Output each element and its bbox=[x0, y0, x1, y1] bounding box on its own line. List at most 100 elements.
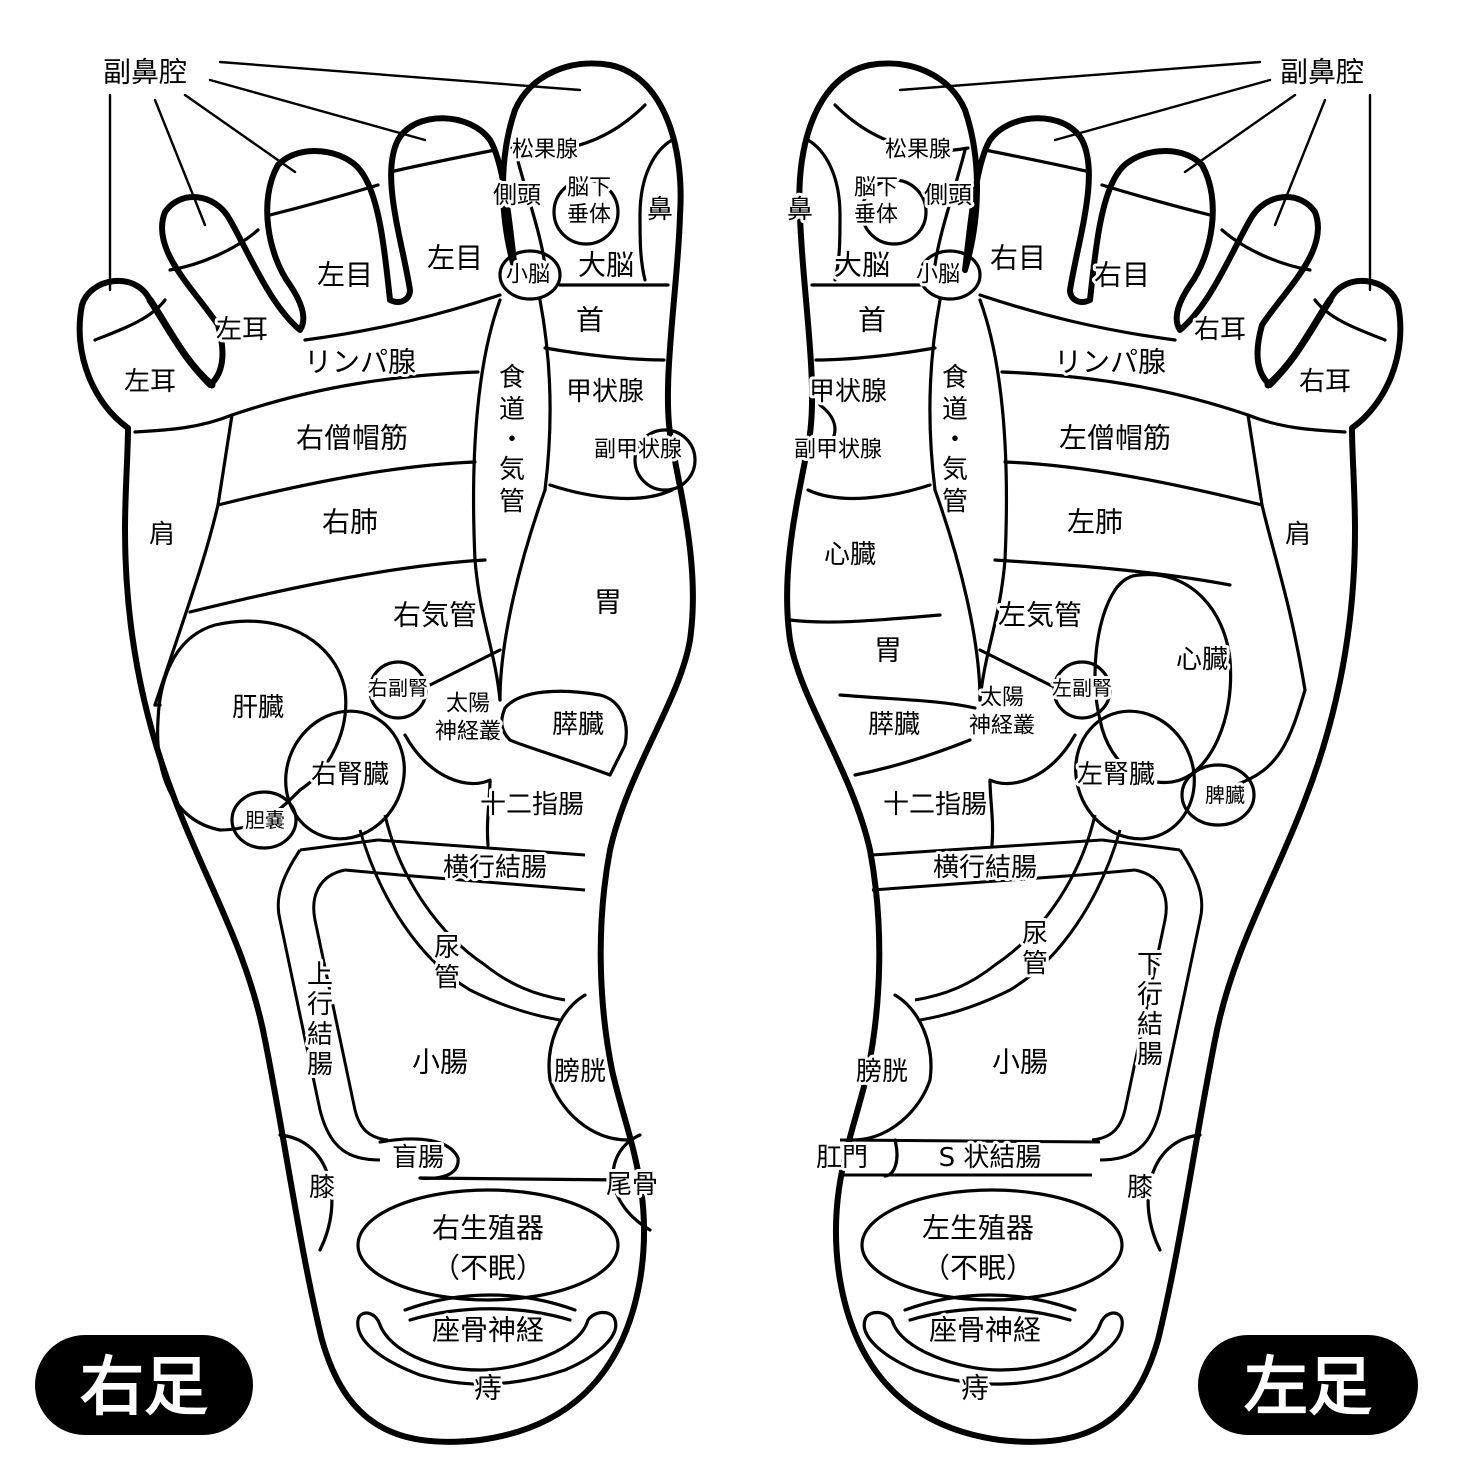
right-solar-line bbox=[418, 648, 502, 692]
left-label-sinus: 副鼻腔 bbox=[1280, 56, 1364, 89]
right-sciatic bbox=[403, 1293, 577, 1322]
right-label-pituitary-2: 垂体 bbox=[567, 203, 611, 228]
left-ureter bbox=[914, 814, 1122, 1022]
left-label-colon-1: 下 bbox=[1137, 950, 1163, 980]
left-foot: 副鼻腔 松果腺 側頭 脳下 垂体 鼻 小脳 大脳 右目 右目 右耳 右耳 首 リ… bbox=[784, 53, 1418, 1445]
right-pituitary-circle bbox=[552, 178, 620, 246]
right-label-pituitary-1: 脳下 bbox=[567, 176, 611, 201]
left-label-heart-small: 心臓 bbox=[824, 540, 876, 570]
left-sinus-leader-3 bbox=[1183, 93, 1297, 174]
right-label-stomach: 胃 bbox=[594, 586, 622, 619]
right-toe3-cross bbox=[268, 183, 380, 217]
right-lymph-line bbox=[230, 370, 480, 417]
right-label-pancreas: 膵臓 bbox=[552, 710, 604, 740]
right-liver bbox=[156, 619, 348, 832]
left-label-nose: 鼻 bbox=[787, 195, 813, 225]
left-label-neck: 首 bbox=[858, 304, 886, 337]
right-transverse-colon bbox=[377, 838, 586, 892]
left-nose-line bbox=[806, 138, 842, 282]
right-duodenum bbox=[403, 733, 492, 847]
left-toe2-cross bbox=[983, 148, 1092, 174]
right-label-esophagus-5: 管 bbox=[499, 487, 525, 517]
right-kidney bbox=[284, 709, 406, 841]
right-label-hemorrhoid: 痔 bbox=[474, 1372, 502, 1405]
left-label-lung: 左肺 bbox=[1067, 506, 1123, 539]
left-descending-colon bbox=[1091, 849, 1204, 1162]
left-label-ear-2: 右耳 bbox=[1299, 367, 1351, 397]
right-knee bbox=[278, 1133, 334, 1252]
right-hemorrhoid-arc bbox=[356, 1310, 618, 1386]
left-label-spleen: 脾臓 bbox=[1205, 783, 1245, 807]
left-label-pituitary-2: 垂体 bbox=[854, 203, 898, 228]
right-label-shoulder: 肩 bbox=[149, 520, 175, 550]
left-label-small-intestine: 小腸 bbox=[992, 1046, 1048, 1079]
right-label-thyroid: 甲状腺 bbox=[566, 377, 644, 407]
right-label-esophagus-4: 気 bbox=[499, 455, 525, 485]
left-label-solar-1: 太陽 bbox=[980, 686, 1024, 711]
right-sinus-leader-2 bbox=[153, 98, 207, 227]
left-label-heart: 心臓 bbox=[1176, 645, 1228, 675]
left-foot-badge-text: 左足 bbox=[1244, 1351, 1372, 1425]
left-sciatic bbox=[903, 1293, 1077, 1322]
left-adrenal bbox=[1052, 660, 1112, 720]
right-thyroid-line bbox=[548, 483, 674, 501]
left-lung-line bbox=[993, 558, 1232, 587]
right-esophagus bbox=[471, 298, 552, 702]
right-label-cerebellum: 小脳 bbox=[506, 263, 550, 288]
right-sinus-leader-3 bbox=[183, 93, 297, 174]
left-label-duodenum: 十二指腸 bbox=[883, 790, 987, 820]
left-trapezius-line bbox=[1003, 460, 1264, 507]
left-label-stomach: 胃 bbox=[874, 634, 902, 667]
left-transverse-colon bbox=[871, 838, 1103, 892]
right-label-esophagus-3: ・ bbox=[499, 425, 525, 455]
right-toe2-cross bbox=[388, 148, 497, 174]
right-label-duodenum: 十二指腸 bbox=[480, 790, 584, 820]
right-label-sinus: 副鼻腔 bbox=[103, 56, 187, 89]
right-label-ureter-1: 尿 bbox=[434, 933, 460, 963]
left-label-esophagus-2: 道 bbox=[942, 395, 968, 425]
right-label-lung: 右肺 bbox=[322, 506, 378, 539]
right-foot-badge-text: 右足 bbox=[80, 1351, 208, 1425]
left-parathyroid-line bbox=[818, 403, 837, 452]
right-label-kidney: 右腎臓 bbox=[311, 760, 389, 790]
left-label-sciatic: 座骨神経 bbox=[929, 1314, 1041, 1347]
right-label-parathyroid: 副甲状腺 bbox=[594, 438, 682, 463]
left-label-hemorrhoid: 痔 bbox=[961, 1372, 989, 1405]
left-toe-base bbox=[978, 293, 1177, 342]
right-foot: 副鼻腔 松果腺 側頭 脳下 垂体 鼻 小脳 大脳 左目 左目 左耳 左耳 首 リ… bbox=[35, 53, 697, 1445]
right-label-cerebrum: 大脳 bbox=[578, 249, 634, 282]
right-cerebellum bbox=[498, 249, 562, 301]
left-label-eye-1: 右目 bbox=[990, 242, 1046, 275]
right-label-cecum: 盲腸 bbox=[392, 1143, 444, 1173]
right-pancreas bbox=[500, 689, 628, 777]
right-label-transverse: 横行結腸 bbox=[443, 853, 547, 883]
left-toe5-cross bbox=[1313, 298, 1387, 342]
left-sinus-leader-2 bbox=[1273, 98, 1327, 227]
right-label-pineal: 松果腺 bbox=[512, 138, 578, 163]
right-label-solar-1: 太陽 bbox=[446, 692, 490, 717]
left-cerebellum bbox=[918, 249, 982, 301]
left-outer-line bbox=[1233, 688, 1307, 787]
right-ureter bbox=[358, 814, 566, 1022]
right-foot-outline bbox=[76, 60, 696, 1445]
right-lung-line bbox=[188, 558, 487, 614]
right-stomach-line bbox=[498, 488, 547, 702]
left-label-pineal: 松果腺 bbox=[885, 138, 951, 163]
right-neck-line bbox=[543, 346, 666, 362]
right-sinus-leader-5 bbox=[218, 60, 582, 92]
right-label-ear-1: 左耳 bbox=[216, 315, 268, 345]
right-toe4-cross bbox=[168, 228, 260, 272]
left-heart bbox=[1093, 573, 1233, 785]
left-label-adrenal: 左副腎 bbox=[1052, 676, 1112, 700]
left-label-ureter-1: 尿 bbox=[1022, 919, 1048, 949]
right-label-eye-2: 左目 bbox=[427, 242, 483, 275]
left-label-ear-1: 右耳 bbox=[1194, 315, 1246, 345]
right-coccyx bbox=[611, 1133, 652, 1232]
left-label-sigmoid: S 状結腸 bbox=[939, 1143, 1042, 1173]
right-bigtoe-cross bbox=[510, 103, 647, 153]
right-label-knee: 膝 bbox=[309, 1173, 335, 1203]
left-label-esophagus-5: 管 bbox=[942, 487, 968, 517]
left-anus bbox=[883, 1138, 899, 1178]
left-pituitary-circle bbox=[860, 178, 928, 246]
